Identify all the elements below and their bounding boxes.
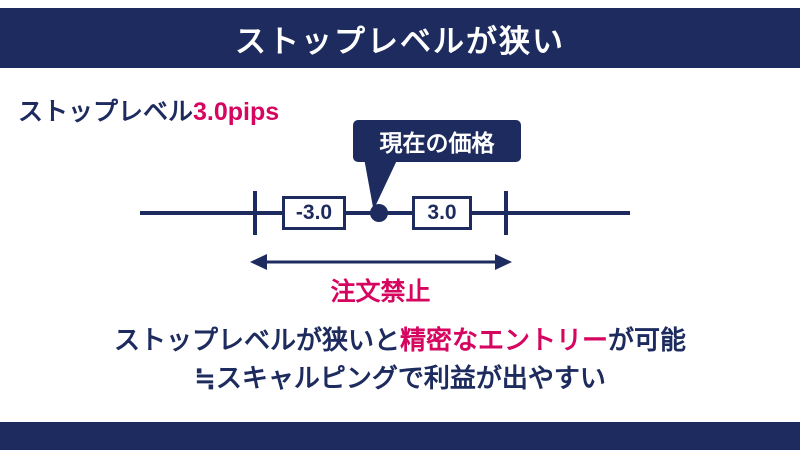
caption-line1-pre: ストップレベルが狭いと xyxy=(113,325,400,355)
current-price-callout: 現在の価格 xyxy=(353,120,521,162)
right-tick-mark xyxy=(504,191,508,235)
left-tick-mark xyxy=(253,191,257,235)
stop-level-value: 3.0pips xyxy=(193,98,280,126)
caption-line1-highlight: 精密なエントリー xyxy=(399,325,608,355)
callout-pointer xyxy=(364,158,398,210)
page-title: ストップレベルが狭い xyxy=(235,23,565,59)
left-value-box: -3.0 xyxy=(282,196,346,230)
caption-line2: ≒スキャルピングで利益が出やすい xyxy=(194,363,606,393)
left-value-label: -3.0 xyxy=(295,201,333,224)
right-value-box: 3.0 xyxy=(412,196,472,230)
caption-line1-post: が可能 xyxy=(608,325,687,355)
stop-level-label: ストップレベル3.0pips xyxy=(18,92,279,128)
double-arrow-icon xyxy=(250,254,512,270)
current-price-marker-dot xyxy=(370,204,388,222)
order-prohibited-label: 注文禁止 xyxy=(330,278,431,306)
current-price-callout-label: 現在の価格 xyxy=(379,130,495,156)
header-bar: ストップレベルが狭い xyxy=(0,8,800,68)
caption-line1: ストップレベルが狭いと精密なエントリーが可能 xyxy=(0,320,800,357)
right-value-label: 3.0 xyxy=(427,201,457,224)
footer-bar xyxy=(0,422,800,450)
stop-level-text: ストップレベル xyxy=(18,98,194,126)
